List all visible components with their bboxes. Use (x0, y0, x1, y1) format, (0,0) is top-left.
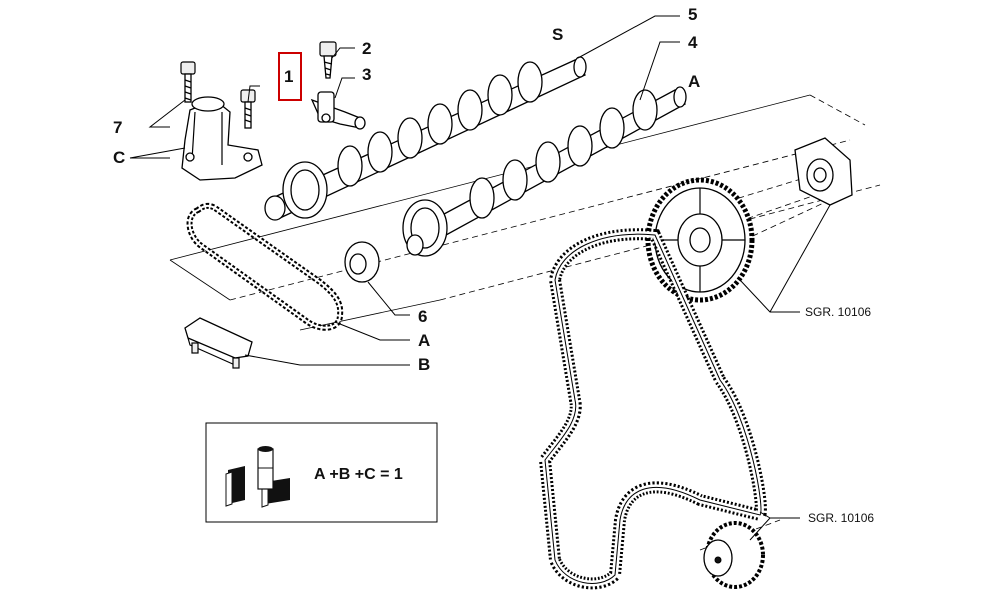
leader-lines (129, 15, 831, 541)
bolt-part-7 (180, 61, 196, 103)
label-part-s: S (552, 25, 563, 44)
label-sgr-upper: SGR. 10106 (805, 305, 871, 319)
label-part-a-top: A (688, 72, 700, 91)
label-part-c: C (113, 148, 125, 167)
camshaft-upper (264, 56, 587, 221)
washer-part-6 (344, 241, 380, 283)
part-1-highlight (278, 52, 302, 101)
label-part-5: 5 (688, 5, 697, 24)
bolt-part-2 (319, 41, 337, 79)
kit-formula-text: A +B +C = 1 (314, 466, 403, 483)
camshaft-lower (402, 86, 687, 257)
timing-belt (538, 228, 767, 590)
kit-parts-icon (225, 446, 290, 508)
timing-chain (186, 202, 344, 331)
label-part-b: B (418, 355, 430, 374)
sensor-part-3 (310, 91, 366, 130)
label-part-1: 1 (284, 67, 293, 86)
label-part-2: 2 (362, 39, 371, 58)
bolt-part-1-side (240, 89, 256, 129)
label-part-7: 7 (113, 118, 122, 137)
label-part-3: 3 (362, 65, 371, 84)
chain-guide-part-b (184, 317, 253, 369)
kit-info-box: A +B +C = 1 (205, 422, 438, 523)
lower-pulley (703, 521, 765, 589)
label-part-6: 6 (418, 307, 427, 326)
camshaft-pulley (645, 177, 755, 303)
pulley-hub (794, 137, 853, 206)
label-part-4: 4 (688, 33, 698, 52)
label-part-a-chain: A (418, 331, 430, 350)
bracket-part-c (181, 96, 263, 181)
label-sgr-lower: SGR. 10106 (808, 511, 874, 525)
